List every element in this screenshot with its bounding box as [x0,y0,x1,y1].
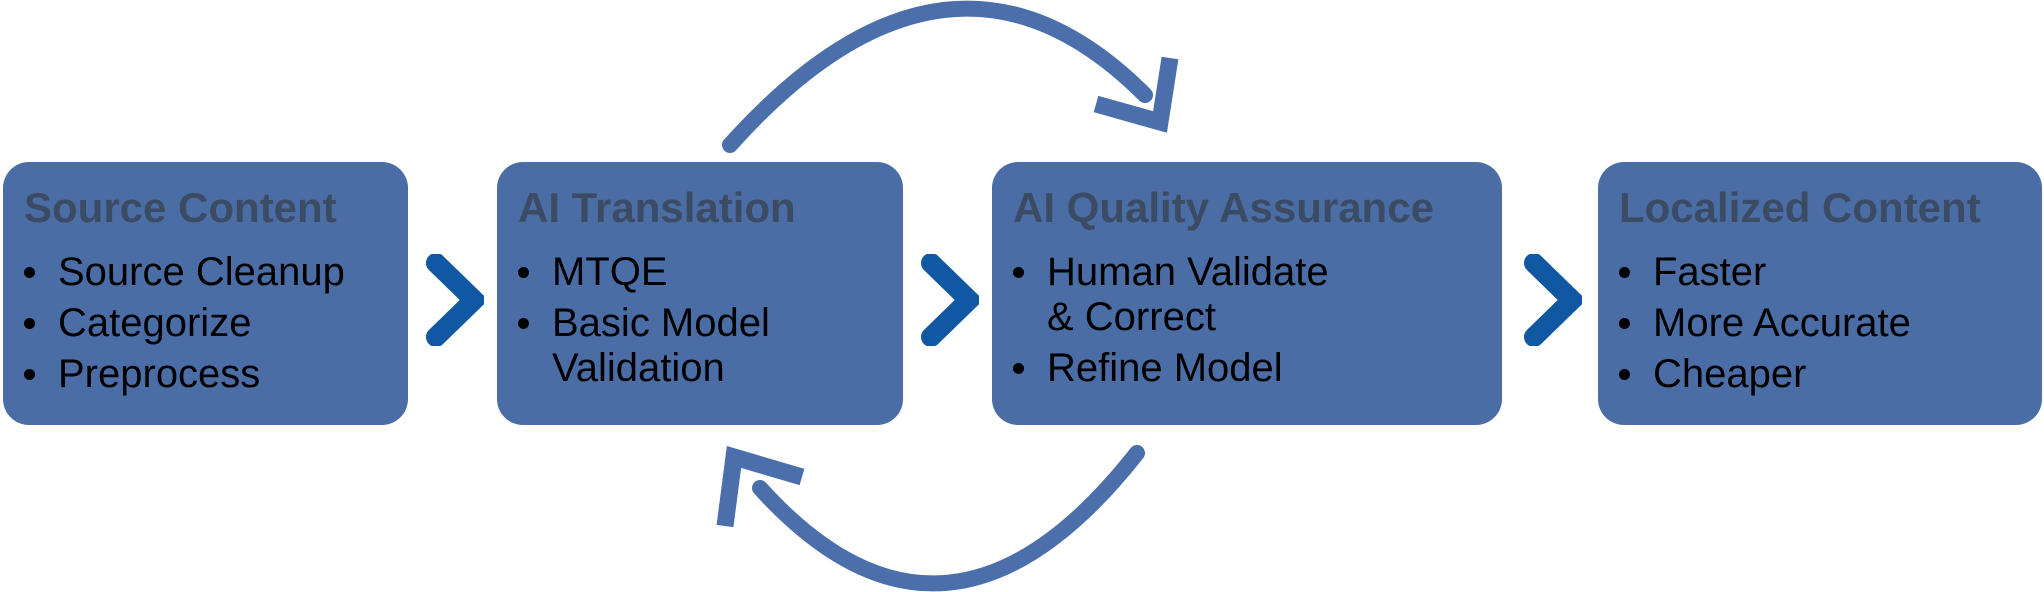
bullet-item: Basic Model Validation [518,301,887,391]
stage-bullet-list: MTQE Basic Model Validation [518,250,887,391]
bullet-dot-icon [1013,346,1047,374]
bullet-text: Faster [1653,250,1767,294]
bullet-item: MTQE [518,250,887,295]
bullet-dot-icon [518,250,552,278]
stage-title: Localized Content [1619,184,1981,231]
bullet-text: More Accurate [1653,301,1911,345]
bullet-dot-icon [1619,352,1653,380]
bullet-text: Categorize [58,301,252,345]
stage-title: AI Quality Assurance [1013,184,1434,231]
bullet-dot-icon [24,352,58,380]
loop-arrow-bottom-icon [716,445,1145,592]
stage-title: AI Translation [518,184,796,231]
bullet-text: MTQE [552,250,668,294]
bullet-text: Refine Model [1047,346,1283,390]
bullet-item: More Accurate [1619,301,2026,346]
bullet-item: Faster [1619,250,2026,295]
loop-arrow-top-icon [722,0,1179,153]
bullet-item: Preprocess [24,352,392,397]
bullet-text: Human Validate & Correct [1047,250,1329,339]
bullet-item: Refine Model [1013,346,1486,391]
bullet-item: Source Cleanup [24,250,392,295]
bullet-item: Cheaper [1619,352,2026,397]
bullet-dot-icon [24,250,58,278]
bullet-dot-icon [24,301,58,329]
bullet-dot-icon [1619,301,1653,329]
bullet-text: Source Cleanup [58,250,345,294]
bullet-dot-icon [1013,250,1047,278]
bullet-dot-icon [1619,250,1653,278]
bullet-text: Preprocess [58,352,261,396]
chevron-right-icon [1524,254,1582,346]
bullet-dot-icon [518,301,552,329]
bullet-text: Cheaper [1653,352,1807,396]
stage-title: Source Content [24,184,337,231]
chevron-right-icon [426,254,484,346]
bullet-item: Human Validate & Correct [1013,250,1486,340]
bullet-text: Basic Model Validation [552,301,770,390]
chevron-right-icon [921,254,979,346]
bullet-item: Categorize [24,301,392,346]
